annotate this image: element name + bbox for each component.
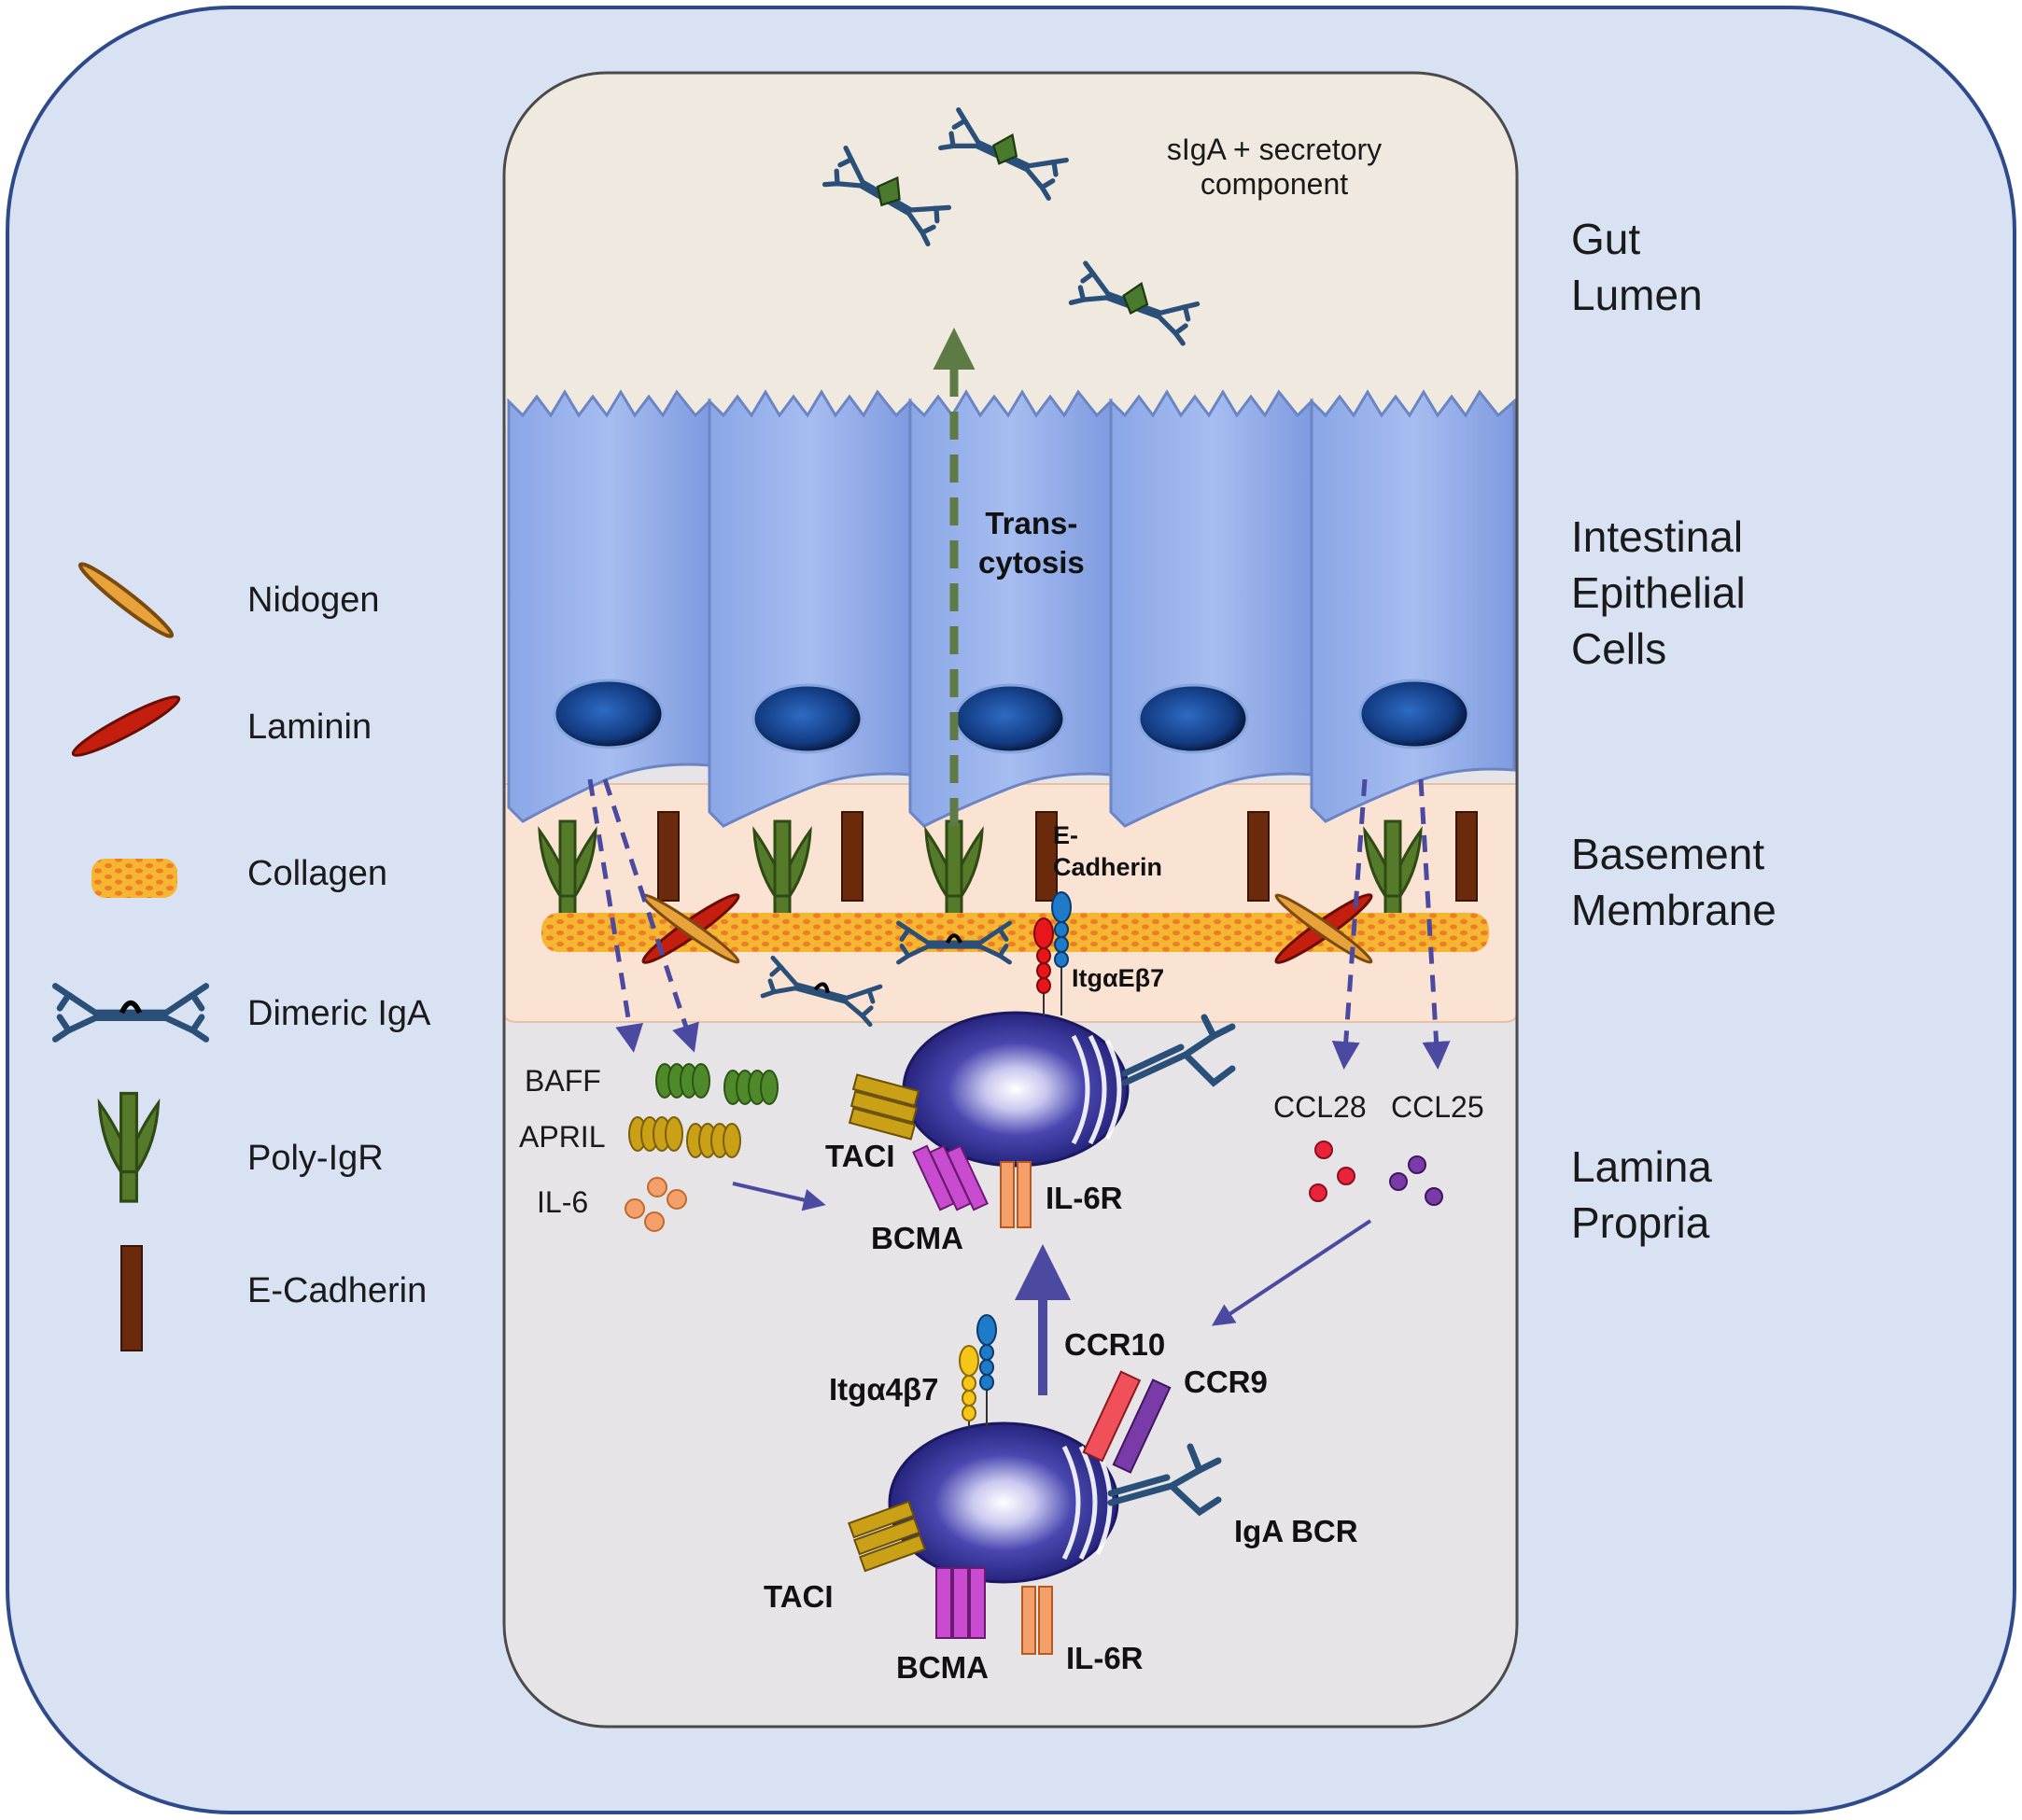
tissue-border <box>502 71 1519 1729</box>
legend-label-laminin: Laminin <box>247 707 372 747</box>
epithelial-cell <box>1109 389 1313 828</box>
zone-label-basement: Basement Membrane <box>1571 826 1776 938</box>
siga-label-line: sIgA + secretory <box>1166 133 1383 166</box>
il6r-lower-label: IL-6R <box>1066 1641 1144 1675</box>
collagen-icon <box>91 859 177 898</box>
zone-label-line: Intestinal <box>1571 512 1744 561</box>
itg-a4-b7-label: Itgα4β7 <box>829 1372 939 1407</box>
legend-label-collagen: Collagen <box>247 854 387 893</box>
itg-ae-b7-label: ItgαEβ7 <box>1072 964 1165 992</box>
collagen-band <box>541 913 1489 952</box>
nucleus <box>1358 679 1470 749</box>
taci-lower-label: TACI <box>764 1579 834 1614</box>
chemokine-arrow <box>1211 1219 1372 1326</box>
baff-molecules <box>655 1063 779 1105</box>
legend-label-poly-igr: Poly-IgR <box>247 1139 384 1178</box>
zone-label-line: Lamina <box>1571 1142 1712 1191</box>
epithelial-cell <box>1310 389 1516 823</box>
siga-label: sIgA + secretory component <box>1162 133 1386 202</box>
baff-label: BAFF <box>525 1064 601 1098</box>
iga-bcr <box>1121 1014 1236 1087</box>
zone-label-line: Lumen <box>1571 271 1703 319</box>
bcma-receptor <box>912 1144 989 1211</box>
bcma-lower-label: BCMA <box>896 1650 989 1685</box>
bcma-receptor <box>935 1567 986 1639</box>
itg-ae-b7-receptor <box>1033 891 1072 1015</box>
nidogen-icon <box>77 562 175 638</box>
il6-label: IL-6 <box>537 1185 589 1219</box>
april-label: APRIL <box>519 1120 606 1154</box>
transcytosis-label-line: cytosis <box>978 545 1085 580</box>
laminin-nidogen-cross <box>1274 893 1373 964</box>
laminin-nidogen-cross <box>641 893 740 964</box>
nucleus <box>553 679 665 749</box>
legend-label-nidogen: Nidogen <box>247 581 380 620</box>
zone-label-gut-lumen: Gut Lumen <box>1571 211 1703 323</box>
e-cadherin-bars <box>657 811 1478 902</box>
legend-label-e-cadherin: E-Cadherin <box>247 1271 428 1310</box>
bcma-upper-label: BCMA <box>871 1221 963 1255</box>
iga-bcr-label: IgA BCR <box>1234 1514 1358 1548</box>
plasma-cell-upper <box>848 891 1236 1228</box>
siga-label-line: component <box>1200 167 1349 201</box>
zone-label-lamina: Lamina Propria <box>1571 1139 1712 1251</box>
legend <box>55 562 206 1351</box>
april-molecules <box>628 1116 741 1158</box>
zone-label-line: Basement <box>1571 830 1765 878</box>
zone-label-line: Gut <box>1571 215 1641 263</box>
epithelial-cells <box>507 389 1516 828</box>
ccl25-label: CCL25 <box>1391 1090 1484 1124</box>
transcytosis-label: Trans- cytosis <box>978 504 1085 582</box>
iga-bcr <box>1107 1443 1222 1517</box>
siga-complexes <box>825 110 1198 343</box>
secretion-arrows <box>587 778 1451 1070</box>
ccl28-label: CCL28 <box>1273 1090 1367 1124</box>
ccr10-receptor <box>1082 1370 1142 1463</box>
transcytosis-label-line: Trans- <box>985 506 1078 540</box>
epithelial-cell <box>708 389 912 828</box>
zone-label-line: Membrane <box>1571 886 1776 934</box>
ccr9-receptor <box>1112 1379 1172 1474</box>
il6-molecules <box>625 1177 687 1232</box>
gut-lumen-region <box>504 73 1517 427</box>
il6-arrow <box>732 1182 826 1211</box>
itg-a4-b7-receptor <box>959 1314 997 1428</box>
zone-label-line: Propria <box>1571 1198 1710 1247</box>
taci-receptor <box>848 1073 920 1141</box>
il6r-upper-label: IL-6R <box>1046 1181 1123 1215</box>
nucleus <box>751 683 864 754</box>
e-cadherin-label: E- Cadherin <box>1053 819 1162 883</box>
laminin-icon <box>71 695 181 757</box>
ccr10-label: CCR10 <box>1064 1327 1166 1362</box>
nucleus <box>954 683 1066 754</box>
plasma-cell-lower <box>848 1314 1222 1655</box>
taci-upper-label: TACI <box>825 1139 895 1173</box>
taci-receptor <box>848 1500 926 1573</box>
epithelial-cell <box>507 389 711 823</box>
ccl25-molecules <box>1389 1155 1443 1206</box>
zone-label-line: Epithelial <box>1571 568 1746 617</box>
nucleus <box>1137 683 1249 754</box>
il6r-receptor <box>1021 1586 1053 1655</box>
e-cadherin-label-line: Cadherin <box>1053 853 1163 881</box>
il6r-receptor <box>1000 1161 1032 1228</box>
epithelial-cell <box>908 389 1113 828</box>
zone-label-epithelial: Intestinal Epithelial Cells <box>1571 509 1746 677</box>
ccl28-molecules <box>1309 1141 1355 1202</box>
zone-label-line: Cells <box>1571 624 1667 673</box>
e-cadherin-label-line: E- <box>1053 821 1078 849</box>
legend-label-dimeric-iga: Dimeric IgA <box>247 994 431 1033</box>
ccr9-label: CCR9 <box>1184 1365 1268 1399</box>
e-cadherin-icon <box>120 1245 143 1351</box>
